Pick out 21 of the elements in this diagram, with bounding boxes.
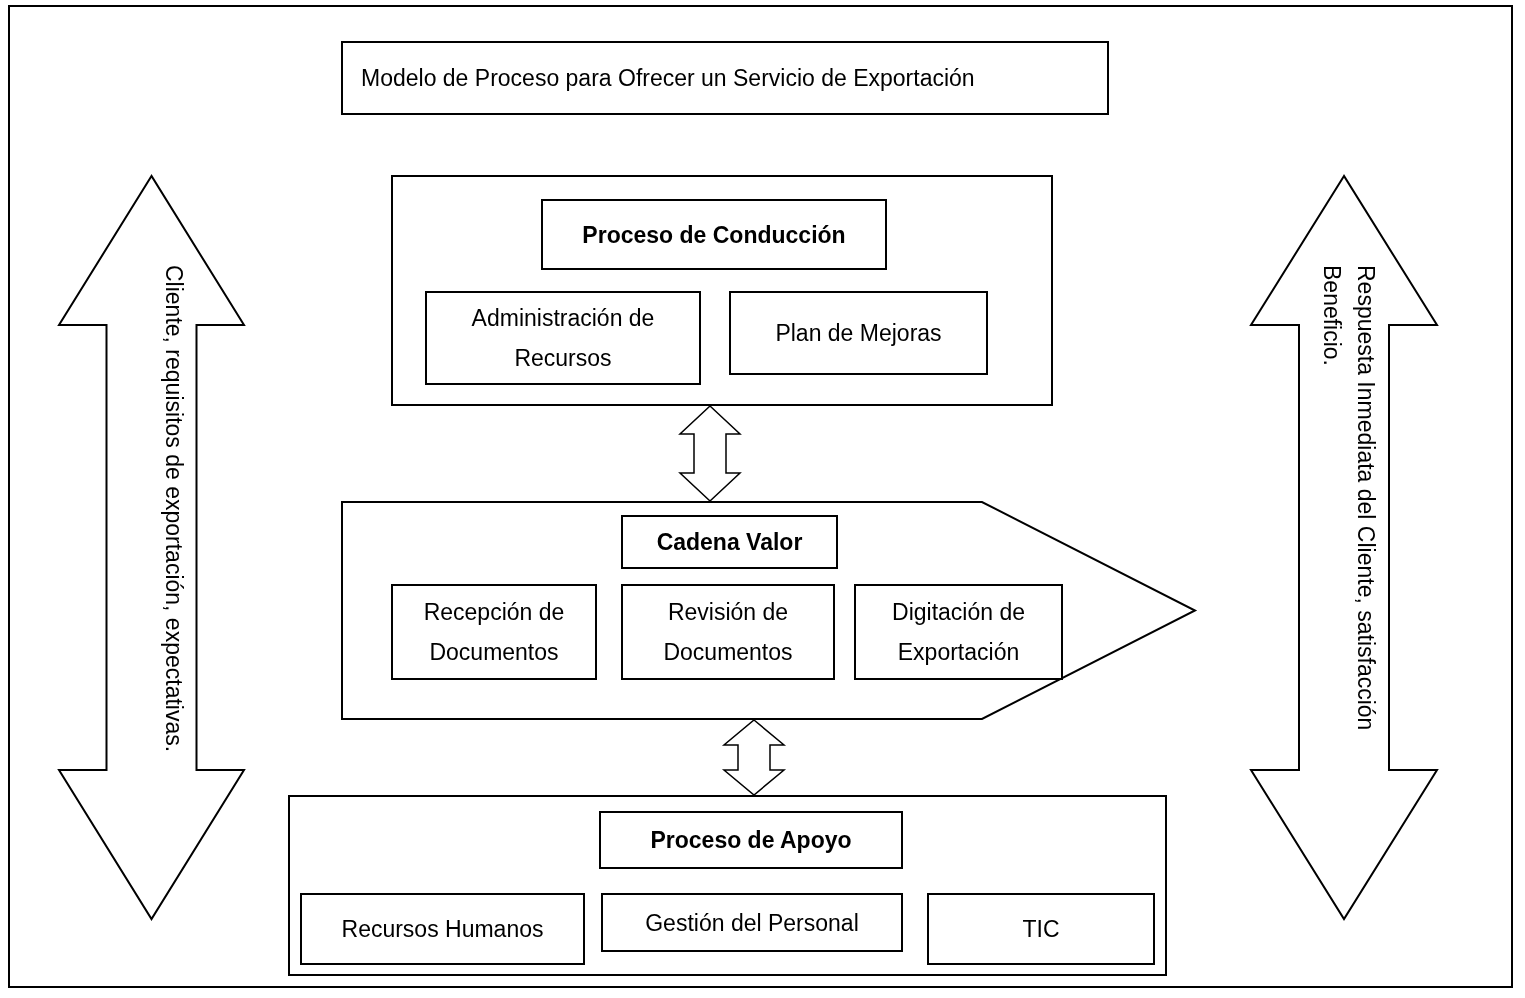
group-box: [391, 175, 1053, 406]
process-box: Administración de Recursos: [425, 291, 701, 385]
title-box: Modelo de Proceso para Ofrecer un Servicio de Exportación: [341, 41, 1109, 115]
heading-box: Proceso de Conducción: [541, 199, 887, 270]
process-box: Digitación de Exportación: [854, 584, 1063, 680]
group-box: [288, 795, 1167, 976]
process-box: Plan de Mejoras: [729, 291, 988, 375]
process-box: TIC: [927, 893, 1155, 965]
double-arrow: [721, 719, 787, 796]
double-arrow-shape: [58, 175, 245, 920]
process-box: Recursos Humanos: [300, 893, 585, 965]
chevron-panel: [341, 501, 1196, 720]
double-arrow-shape: [1250, 175, 1438, 920]
heading-box: Cadena Valor: [621, 515, 838, 569]
process-box: Revisión de Documentos: [621, 584, 835, 680]
heading-box: Proceso de Apoyo: [599, 811, 903, 869]
process-box: Gestión del Personal: [601, 893, 903, 952]
arrow-label: Cliente, requisitos de exportación, expectativas.: [159, 265, 188, 755]
double-arrow: [678, 404, 742, 503]
process-box: Recepción de Documentos: [391, 584, 597, 680]
arrow-label: Respuesta Inmediata del Cliente, satisfacción Beneficio.: [1318, 265, 1380, 733]
